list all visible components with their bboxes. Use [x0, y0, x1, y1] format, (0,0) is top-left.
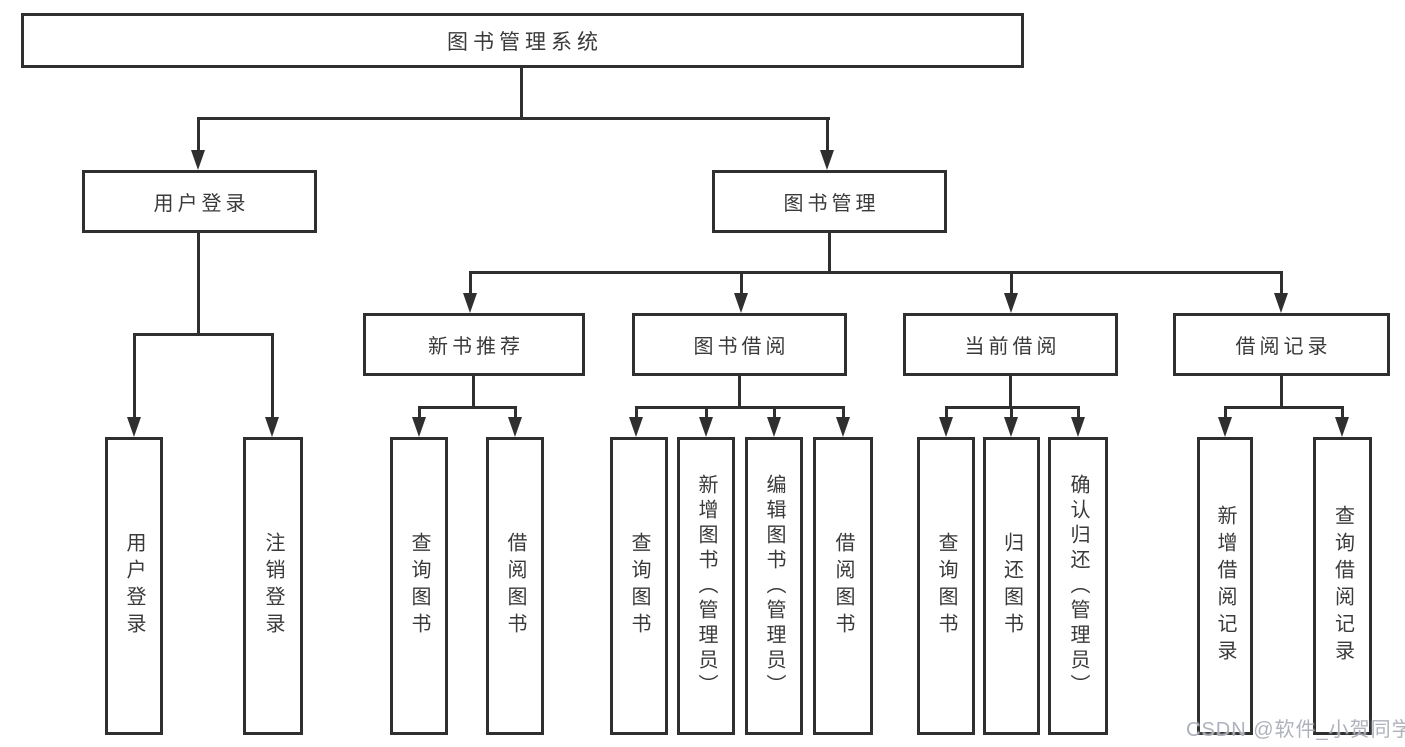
node-user-login-label: 用户登录 — [153, 193, 250, 215]
leaf-logout: 注销登录 — [243, 437, 303, 735]
connector-bookmgmt-drop1 — [469, 271, 472, 297]
node-current-borrow: 当前借阅 — [903, 313, 1118, 376]
node-book-management: 图书管理 — [712, 170, 947, 233]
arrow-to-leaf-query-books-2 — [629, 417, 643, 437]
arrow-to-book-borrow — [734, 293, 748, 313]
connector-bookborrow-stub — [738, 376, 741, 408]
connector-userlogin-stub — [197, 233, 200, 335]
arrow-to-leaf-edit-books — [767, 417, 781, 437]
connector-bookmgmt-bar — [469, 271, 1283, 274]
arrow-to-leaf-borrow-books-2 — [836, 417, 850, 437]
arrow-to-new-book-recommend — [463, 293, 477, 313]
leaf-borrow-books-1: 借阅图书 — [486, 437, 544, 735]
node-new-book-recommend: 新书推荐 — [363, 313, 585, 376]
arrow-to-current-borrow — [1004, 293, 1018, 313]
leaf-edit-books-admin: 编辑图书（管理员） — [745, 437, 803, 735]
node-borrow-records: 借阅记录 — [1173, 313, 1390, 376]
connector-bookborrow-bar — [635, 406, 845, 409]
connector-bookmgmt-drop4 — [1280, 271, 1283, 297]
leaf-query-books-3: 查询图书 — [917, 437, 975, 735]
connector-records-drop1 — [1224, 406, 1227, 421]
node-root-label: 图书管理系统 — [447, 30, 603, 54]
connector-records-stub — [1280, 376, 1283, 408]
connector-records-drop2 — [1341, 406, 1344, 421]
connector-root-drop-left — [197, 117, 200, 154]
node-user-login: 用户登录 — [82, 170, 317, 233]
leaf-add-borrow-record: 新增借阅记录 — [1197, 437, 1253, 735]
csdn-watermark: CSDN @软件_小贺同学 — [1186, 719, 1405, 741]
connector-newbook-drop2 — [514, 406, 517, 421]
connector-records-bar — [1224, 406, 1344, 409]
arrow-to-leaf-confirm-return — [1071, 417, 1085, 437]
node-book-borrow: 图书借阅 — [632, 313, 847, 376]
connector-root-stub — [520, 68, 523, 118]
leaf-borrow-books-2: 借阅图书 — [813, 437, 873, 735]
connector-newbook-bar — [418, 406, 517, 409]
connector-bookborrow-drop4 — [842, 406, 845, 421]
connector-currentborrow-stub — [1009, 376, 1012, 408]
connector-userlogin-drop1 — [133, 333, 136, 421]
connector-root-bar — [197, 117, 830, 120]
arrow-to-leaf-return-books — [1004, 417, 1018, 437]
connector-currentborrow-drop2 — [1010, 406, 1013, 421]
connector-bookmgmt-stub — [828, 233, 831, 274]
arrow-to-leaf-logout — [265, 417, 279, 437]
arrow-to-leaf-add-record — [1218, 417, 1232, 437]
leaf-user-login: 用户登录 — [105, 437, 163, 735]
node-book-management-label: 图书管理 — [783, 193, 880, 215]
connector-root-drop-right — [826, 117, 829, 154]
leaf-return-books: 归还图书 — [983, 437, 1040, 735]
arrow-to-leaf-query-books-1 — [412, 417, 426, 437]
connector-userlogin-bar — [133, 333, 274, 336]
connector-bookmgmt-drop2 — [740, 271, 743, 297]
leaf-query-borrow-record: 查询借阅记录 — [1313, 437, 1372, 735]
connector-newbook-stub — [472, 376, 475, 408]
arrow-to-leaf-query-books-3 — [939, 417, 953, 437]
connector-bookmgmt-drop3 — [1010, 271, 1013, 297]
node-new-book-recommend-label: 新书推荐 — [428, 336, 524, 358]
arrow-to-borrow-records — [1274, 293, 1288, 313]
leaf-add-books-admin: 新增图书（管理员） — [677, 437, 735, 735]
connector-userlogin-drop2 — [271, 333, 274, 421]
leaf-query-books-1: 查询图书 — [390, 437, 448, 735]
connector-bookborrow-drop1 — [635, 406, 638, 421]
node-current-borrow-label: 当前借阅 — [964, 336, 1061, 358]
connector-currentborrow-drop1 — [945, 406, 948, 421]
arrow-to-leaf-user-login — [127, 417, 141, 437]
connector-currentborrow-drop3 — [1077, 406, 1080, 421]
leaf-query-books-2: 查询图书 — [610, 437, 668, 735]
connector-bookborrow-drop3 — [773, 406, 776, 421]
arrow-to-book-management — [820, 150, 834, 170]
arrow-to-leaf-borrow-books-1 — [508, 417, 522, 437]
leaf-confirm-return-admin: 确认归还（管理员） — [1048, 437, 1108, 735]
arrow-to-user-login — [191, 150, 205, 170]
connector-newbook-drop1 — [418, 406, 421, 421]
connector-bookborrow-drop2 — [705, 406, 708, 421]
arrow-to-leaf-query-record — [1335, 417, 1349, 437]
node-borrow-records-label: 借阅记录 — [1235, 336, 1332, 358]
arrow-to-leaf-add-books — [699, 417, 713, 437]
node-book-borrow-label: 图书借阅 — [693, 336, 790, 358]
node-root: 图书管理系统 — [21, 13, 1024, 68]
